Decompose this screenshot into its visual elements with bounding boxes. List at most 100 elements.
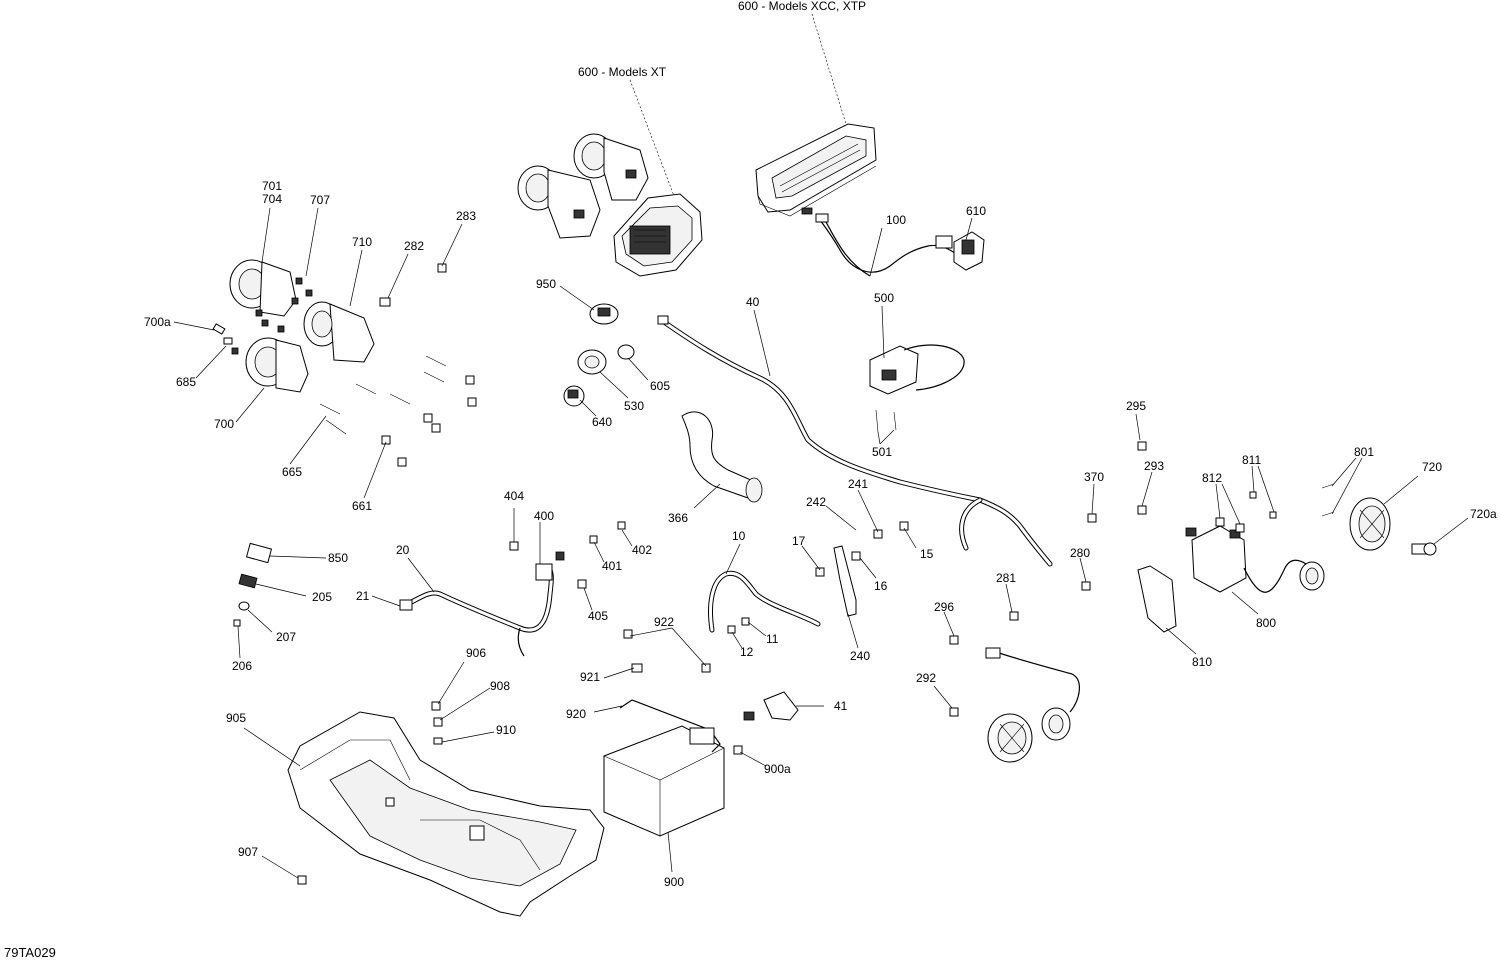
gauge-cluster-xcc-xtp (755, 123, 877, 217)
callout-920: 920 (566, 707, 586, 721)
callout-370: 370 (1084, 470, 1104, 484)
headlight-701 (229, 259, 297, 317)
fasteners-801-811-812 (1215, 483, 1335, 533)
callout-404: 404 (504, 489, 524, 503)
callout-17: 17 (792, 534, 806, 548)
headlight-700 (245, 337, 309, 393)
part-530 (577, 349, 607, 375)
drawing-reference: 79TA029 (4, 945, 56, 960)
callout-600-xcc-xtp: 600 - Models XCC, XTP (738, 0, 866, 13)
callout-500: 500 (874, 291, 894, 305)
callout-labels: 600 - Models XCC, XTP 600 - Models XT 70… (144, 0, 1497, 889)
callout-11: 11 (766, 632, 779, 646)
part-640 (563, 385, 585, 407)
callout-605: 605 (650, 379, 670, 393)
callout-685: 685 (176, 375, 196, 389)
callout-100: 100 (886, 213, 906, 227)
callout-704: 704 (262, 192, 282, 206)
small-fasteners (297, 441, 1147, 885)
callout-908: 908 (490, 679, 510, 693)
callout-501: 501 (872, 445, 892, 459)
callout-242: 242 (806, 495, 826, 509)
callout-906: 906 (466, 646, 486, 660)
callout-812: 812 (1202, 471, 1222, 485)
callout-710: 710 (352, 235, 372, 249)
callout-905: 905 (226, 711, 246, 725)
headlight-710 (303, 301, 375, 363)
callout-12: 12 (740, 645, 754, 659)
bulb-720a (1411, 542, 1437, 556)
part-605 (617, 344, 635, 360)
callout-405: 405 (588, 609, 608, 623)
clips-661 (379, 263, 477, 467)
callout-366: 366 (668, 511, 688, 525)
callout-293: 293 (1144, 459, 1164, 473)
callout-401: 401 (602, 559, 622, 573)
callout-16: 16 (874, 579, 888, 593)
callout-707: 707 (310, 193, 330, 207)
leader-lines (173, 13, 1469, 879)
cable-20 (401, 563, 554, 633)
callout-921: 921 (580, 670, 600, 684)
callout-281: 281 (996, 571, 1016, 585)
callout-402: 402 (632, 543, 652, 557)
callout-640: 640 (592, 415, 612, 429)
callout-41: 41 (834, 699, 848, 713)
callout-241: 241 (848, 477, 868, 491)
callout-610: 610 (966, 204, 986, 218)
callout-280: 280 (1070, 546, 1090, 560)
callout-10: 10 (732, 529, 746, 543)
module-800 (1185, 525, 1307, 593)
callout-720: 720 (1422, 460, 1442, 474)
callout-910: 910 (496, 723, 516, 737)
battery-strap-920 (619, 699, 721, 753)
callout-665: 665 (282, 465, 302, 479)
callout-205: 205 (312, 590, 332, 604)
bulb-700a (212, 323, 233, 345)
callout-800: 800 (1256, 616, 1276, 630)
callout-20: 20 (396, 543, 410, 557)
part-950 (589, 303, 619, 325)
callout-700a: 700a (144, 315, 171, 329)
callout-207: 207 (276, 630, 296, 644)
callout-701: 701 (262, 179, 282, 193)
intake-366 (681, 411, 763, 503)
battery-900 (603, 725, 725, 837)
switch-610 (953, 231, 985, 271)
battery-cover-41 (743, 691, 799, 721)
callout-922: 922 (654, 615, 674, 629)
callout-600-xt: 600 - Models XT (578, 65, 667, 79)
callout-661: 661 (352, 499, 372, 513)
callout-700: 700 (214, 417, 234, 431)
callout-295: 295 (1126, 399, 1146, 413)
callout-801: 801 (1354, 445, 1374, 459)
callout-296: 296 (934, 600, 954, 614)
callout-400: 400 (534, 509, 554, 523)
light-connector (1299, 561, 1325, 591)
gauge-xt (613, 193, 703, 277)
callout-811: 811 (1242, 453, 1261, 467)
callout-292: 292 (916, 671, 936, 685)
callout-240: 240 (850, 649, 870, 663)
bracket-240 (833, 545, 857, 617)
callout-720a: 720a (1470, 507, 1497, 521)
light-720 (1349, 497, 1391, 551)
callout-282: 282 (404, 239, 424, 253)
callout-530: 530 (624, 399, 644, 413)
callout-810: 810 (1192, 655, 1212, 669)
callout-850: 850 (328, 551, 348, 565)
callout-15: 15 (920, 547, 934, 561)
callout-21: 21 (356, 589, 370, 603)
cable-10 (708, 570, 821, 633)
headlight-assembly-xt (517, 133, 649, 239)
hardware-707 (231, 277, 313, 355)
callout-900: 900 (664, 875, 684, 889)
bracket-810 (1137, 565, 1177, 633)
battery-tray-905 (287, 711, 605, 917)
relay-parts (233, 542, 273, 627)
callout-283: 283 (456, 209, 476, 223)
module-500 (869, 344, 965, 433)
bolts-665 (319, 355, 447, 435)
callout-206: 206 (232, 659, 252, 673)
